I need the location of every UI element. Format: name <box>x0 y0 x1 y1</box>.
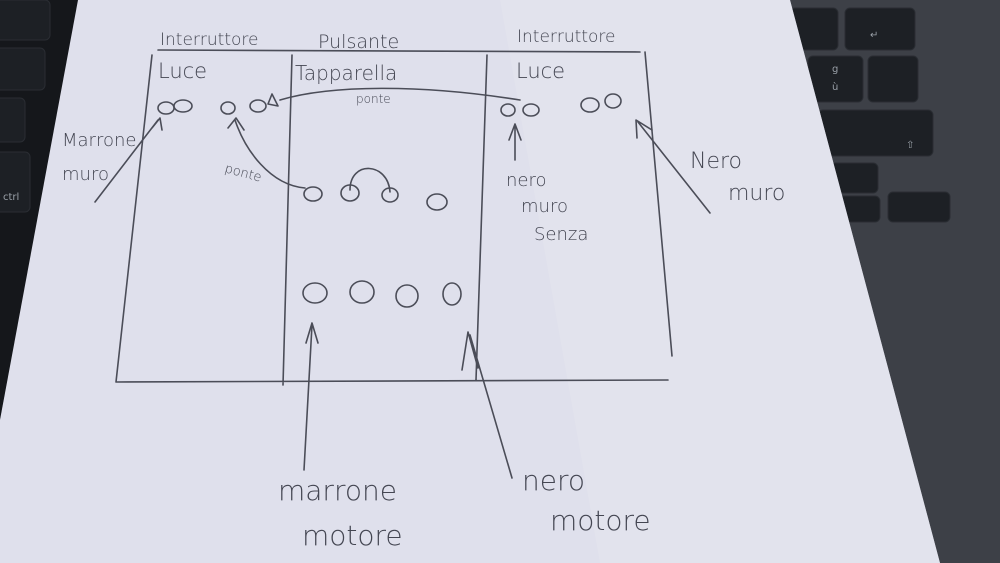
enter-key-icon: ↵ <box>870 30 878 41</box>
arrow-marrone-motore <box>303 322 319 471</box>
label-nero-motore-1: nero <box>522 464 585 497</box>
shift-key-icon: ⇧ <box>906 140 914 151</box>
bridge-top-label: ponte <box>356 92 391 106</box>
column-title-3: Luce <box>516 59 565 83</box>
label-nero-muro-senza-1: nero <box>506 170 547 191</box>
keys-left: ctrl <box>0 0 51 213</box>
terminals-pushbutton-lower <box>302 280 462 308</box>
column-title-1: Luce <box>158 59 207 83</box>
wiring-diagram: Interruttore Pulsante Interruttore Luce … <box>62 27 785 552</box>
label-marrone-motore-1: marrone <box>278 474 397 507</box>
column-header-3: Interruttore <box>517 27 615 47</box>
label-nero-muro-2: muro <box>728 181 785 206</box>
arrow-marrone-muro <box>94 117 163 203</box>
terminals-pushbutton-upper <box>303 167 448 211</box>
terminals-switch-left <box>157 99 267 115</box>
label-nero-muro-1: Nero <box>690 149 742 174</box>
column-header-2: Pulsante <box>318 31 399 53</box>
label-marrone-motore-2: motore <box>302 519 403 552</box>
label-nero-motore-2: motore <box>550 504 651 537</box>
arrow-nero-muro-senza <box>508 123 522 161</box>
bridge-left-wire <box>227 117 306 189</box>
keys-right: ↵ g ù ⇧ <box>789 7 951 223</box>
column-title-2: Tapparella <box>295 61 397 85</box>
label-nero-muro-senza-3: Senza <box>534 224 588 245</box>
column-header-1: Interruttore <box>160 30 258 50</box>
label-nero-muro-senza-2: muro <box>521 196 568 217</box>
bridge-top-wire <box>279 87 521 101</box>
g-key-label: g <box>832 64 838 75</box>
terminals-switch-right <box>500 93 622 117</box>
label-marrone-muro-2: muro <box>62 164 109 185</box>
ctrl-key-label: ctrl <box>3 192 19 203</box>
arrow-nero-muro <box>635 119 711 214</box>
arrow-nero-motore <box>461 331 513 479</box>
u-grave-key-label: ù <box>832 81 838 93</box>
label-marrone-muro-1: Marrone <box>62 130 136 151</box>
